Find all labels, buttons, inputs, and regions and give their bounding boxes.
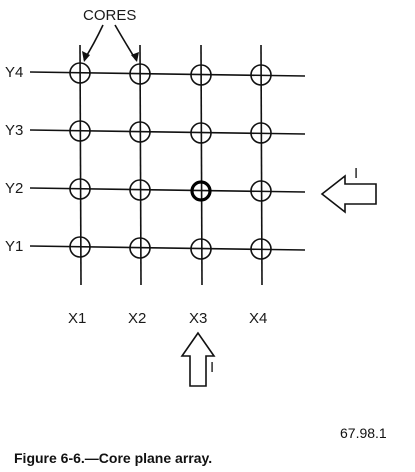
core-x3-y3 bbox=[190, 122, 212, 144]
column-label-x2: X2 bbox=[128, 310, 146, 327]
row-label-y4: Y4 bbox=[5, 64, 23, 81]
row-label-y2: Y2 bbox=[5, 180, 23, 197]
x3-wire bbox=[200, 44, 203, 286]
core-x3-y1 bbox=[190, 238, 212, 260]
core-x4-y1 bbox=[250, 238, 272, 260]
x1-wire bbox=[79, 44, 82, 286]
core-x4-y4 bbox=[250, 64, 272, 86]
column-current-arrow: I bbox=[180, 331, 216, 387]
column-label-x3: X3 bbox=[189, 310, 207, 327]
row-current-label: I bbox=[354, 165, 358, 182]
y4-wire bbox=[29, 71, 306, 77]
cores-pointer-arrows bbox=[82, 24, 139, 62]
column-current-label: I bbox=[210, 359, 214, 376]
core-x4-y3 bbox=[250, 122, 272, 144]
core-x2-y3 bbox=[129, 121, 151, 143]
up-arrow-icon bbox=[180, 331, 216, 387]
core-x2-y2 bbox=[129, 179, 151, 201]
y2-wire bbox=[29, 187, 306, 193]
cores-label: CORES bbox=[83, 7, 136, 24]
core-x2-y4 bbox=[129, 63, 151, 85]
figure-caption: Figure 6-6.—Core plane array. bbox=[14, 450, 212, 466]
y-wires bbox=[29, 71, 306, 251]
cores bbox=[69, 62, 272, 260]
column-label-x1: X1 bbox=[68, 310, 86, 327]
row-current-arrow: I bbox=[320, 165, 377, 214]
y1-wire bbox=[29, 245, 306, 251]
row-label-y3: Y3 bbox=[5, 122, 23, 139]
selected-core-x3-y2 bbox=[190, 180, 212, 202]
x2-wire bbox=[139, 44, 142, 286]
core-x1-y3 bbox=[69, 120, 91, 142]
core-x1-y4 bbox=[69, 62, 91, 84]
figure-number: 67.98.1 bbox=[340, 425, 387, 441]
core-x1-y1 bbox=[69, 236, 91, 258]
left-arrow-icon bbox=[320, 174, 377, 214]
core-x1-y2 bbox=[69, 178, 91, 200]
row-label-y1: Y1 bbox=[5, 238, 23, 255]
cores-pointer-left-head bbox=[82, 51, 90, 62]
cores-pointer-right-head bbox=[131, 52, 139, 62]
x4-wire bbox=[260, 44, 263, 286]
column-label-x4: X4 bbox=[249, 310, 267, 327]
core-x3-y4 bbox=[190, 64, 212, 86]
y3-wire bbox=[29, 129, 306, 135]
core-x4-y2 bbox=[250, 180, 272, 202]
core-x2-y1 bbox=[129, 237, 151, 259]
